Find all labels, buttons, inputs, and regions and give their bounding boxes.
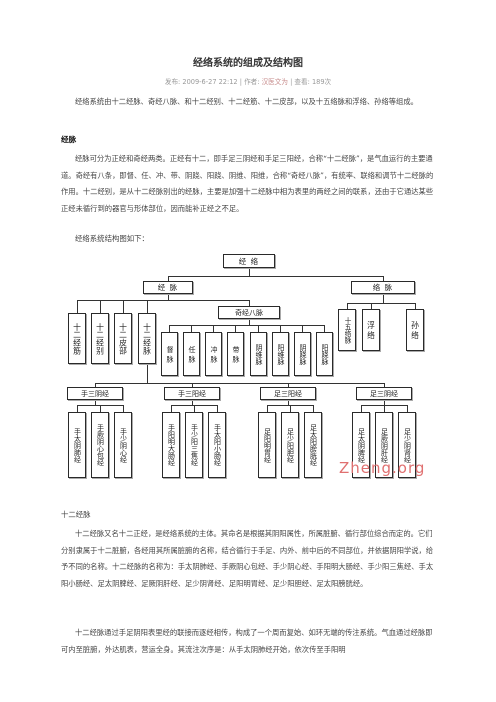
- diagram-node-zu-sanyin: 足三阴经: [356, 387, 412, 400]
- diagram-node-chong-mai: 冲 脉: [205, 332, 222, 376]
- diagram-node-du-mai: 督 脉: [161, 332, 178, 376]
- watermark-logo: Zheng.org: [339, 459, 426, 477]
- diagram-leaf-shou-shaoyin-xin: 手少阴心经: [114, 412, 132, 478]
- diagram-leaf-shou-taiyang-xiaochang: 手太阳小肠经: [208, 412, 226, 478]
- diagram-node-shier-jingbie: 十二经别: [91, 313, 109, 364]
- meridian-structure-diagram: 经 络 经 脉 络 脉 奇经八脉 十二经筋 十二经别 十二皮部 十二经脉 十五络…: [63, 250, 435, 493]
- diagram-node-shou-sanyin: 手三阴经: [67, 387, 123, 400]
- diagram-leaf-zu-shaoyang-dan: 足少阳胆经: [281, 412, 299, 478]
- shier-jingmai-paragraph-2: 十二经脉通过手足阴阳表里经的联接而逐经相传，构成了一个周而复始、如环无端的传注系…: [61, 628, 433, 654]
- jingmai-paragraph: 经脉可分为正经和奇经两类。正经有十二，即手足三阴经和手足三阳经，合称“十二经脉”…: [61, 154, 434, 213]
- intro-paragraph: 经络系统由十二经脉、奇经八脉、和十二经别、十二经筋、十二皮部，以及十五络脉和浮络…: [75, 97, 418, 106]
- meta-separator: |: [290, 78, 295, 86]
- diagram-node-ren-mai: 任 脉: [183, 332, 200, 376]
- diagram-leaf-shou-taiyin-fei: 手太阴肺经: [68, 412, 86, 478]
- views-label: 查看:: [294, 78, 310, 86]
- diagram-leaf-zu-yangming-wei: 足阳明胃经: [258, 412, 276, 478]
- diagram-leaf-zu-taiyang-pangguang: 足太阳膀胱经: [304, 412, 322, 478]
- diagram-node-shiwu-luomai: 十五络脉: [338, 309, 356, 351]
- article-meta: 发布: 2009-6-27 22:12 | 作者: 汉医文为 | 查看: 189…: [0, 76, 496, 86]
- author-link[interactable]: 汉医文为: [261, 78, 288, 86]
- posted-date: 2009-6-27 22:12: [182, 78, 238, 86]
- diagram-node-yangwei-mai: 阳维脉: [272, 332, 289, 376]
- diagram-leaf-zu-jueyin-gan: 足厥阴肝经: [375, 412, 393, 478]
- diagram-node-shier-jingjin: 十二经筋: [68, 313, 86, 364]
- diagram-node-jingluo: 经 络: [223, 254, 275, 268]
- diagram-node-luomai: 络 脉: [351, 281, 415, 294]
- diagram-caption: 经络系统结构图如下：: [75, 234, 149, 243]
- diagram-node-sunluo: 孙 络: [406, 309, 424, 351]
- diagram-node-dai-mai: 带 脉: [227, 332, 244, 376]
- diagram-node-yangqiao-mai: 阳跷脉: [316, 332, 333, 376]
- posted-label: 发布:: [164, 78, 181, 86]
- diagram-node-qijingbamai: 奇经八脉: [218, 306, 280, 319]
- diagram-node-shier-jingmai: 十二经脉: [138, 313, 156, 364]
- diagram-node-yinwei-mai: 阴维脉: [250, 332, 267, 376]
- section-heading-jingmai: 经脉: [61, 135, 77, 144]
- meta-separator: |: [239, 78, 245, 86]
- diagram-node-shier-pibu: 十二皮部: [114, 313, 132, 364]
- diagram-leaf-shou-shaoyang-sanjiao: 手少阳三焦经: [185, 412, 203, 478]
- diagram-node-jingmai: 经 脉: [143, 281, 193, 294]
- author-label: 作者:: [244, 78, 260, 86]
- diagram-leaf-zu-taiyin-pi: 足太阴脾经: [352, 412, 370, 478]
- diagram-node-yinqiao-mai: 阴跷脉: [294, 332, 311, 376]
- diagram-node-zu-sanyang: 足三阳经: [260, 387, 316, 400]
- diagram-leaf-shou-yangming-dachang: 手阳明大肠经: [162, 412, 180, 478]
- views-count: 189次: [311, 78, 332, 86]
- section-heading-shier-jingmai: 十二经脉: [61, 510, 91, 519]
- diagram-leaf-zu-shaoyin-shen: 足少阴肾经: [398, 412, 416, 478]
- diagram-node-shou-sanyang: 手三阳经: [164, 387, 220, 400]
- shier-jingmai-paragraph-1: 十二经脉又名十二正经，是经络系统的主体。其命名是根据其阴阳属性，所属脏腑、循行部…: [61, 529, 434, 588]
- diagram-node-fuluo: 浮 络: [362, 309, 380, 351]
- diagram-leaf-shou-jueyin-xinbao: 手厥阴心包经: [91, 412, 109, 478]
- article-title: 经络系统的组成及结构图: [193, 58, 303, 69]
